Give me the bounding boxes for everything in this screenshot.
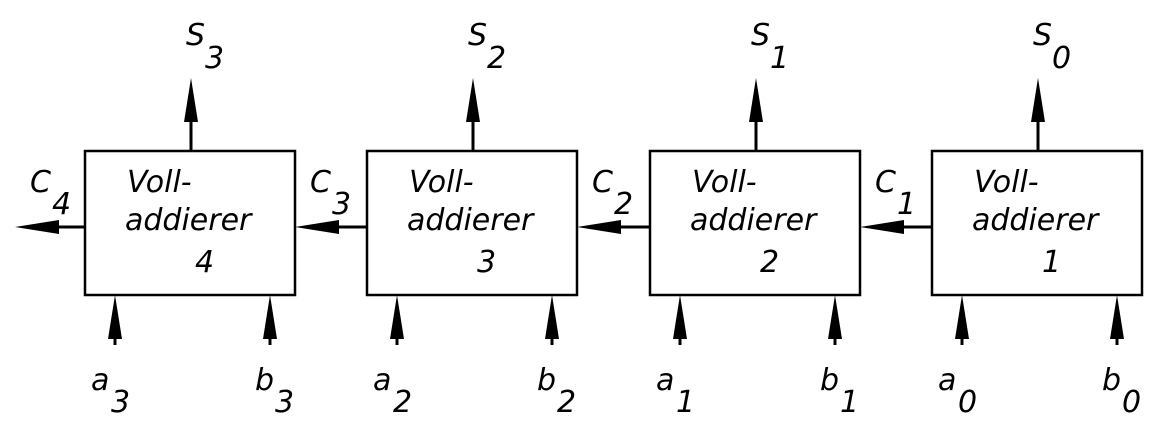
- sum-label-name: S: [468, 18, 487, 53]
- carry-output-arrowhead: [860, 220, 904, 234]
- input-b-label-index: 0: [1122, 385, 1141, 420]
- carry-label-index: 3: [332, 187, 351, 222]
- input-b-arrowhead: [263, 295, 277, 339]
- sum-label-index: 1: [770, 41, 789, 76]
- sum-label-index: 3: [205, 41, 224, 76]
- input-a-label-name: a: [656, 363, 674, 398]
- input-a-arrowhead: [108, 295, 122, 339]
- adder-label-line2: addierer: [690, 203, 818, 238]
- input-b-arrowhead: [828, 295, 842, 339]
- adder-label-line1: Voll-: [409, 165, 474, 200]
- input-b-label-index: 2: [557, 385, 576, 420]
- input-b-label-name: b: [255, 363, 274, 398]
- full-adder-box: [648, 149, 862, 297]
- input-a-label-index: 0: [958, 385, 977, 420]
- adder-label-line2: addierer: [125, 203, 253, 238]
- carry-label-index: 2: [614, 187, 633, 222]
- input-a-label-name: a: [91, 363, 109, 398]
- sum-label-name: S: [1033, 18, 1052, 53]
- sum-label-name: S: [751, 18, 770, 53]
- input-b-label-name: b: [537, 363, 556, 398]
- input-b-arrowhead: [1110, 295, 1124, 339]
- input-a-label-index: 2: [393, 385, 412, 420]
- adder-number: 2: [760, 245, 779, 280]
- input-a-arrowhead: [390, 295, 404, 339]
- input-b-label-name: b: [1102, 363, 1121, 398]
- carry-label-name: C: [592, 165, 613, 200]
- input-b-label-name: b: [820, 363, 839, 398]
- full-adder-box: [365, 149, 579, 297]
- carry-label-index: 1: [897, 187, 916, 222]
- sum-label-index: 2: [487, 41, 506, 76]
- carry-label-name: C: [875, 165, 896, 200]
- sum-label-name: S: [186, 18, 205, 53]
- carry-output-arrowhead: [15, 220, 59, 234]
- adder-number: 4: [195, 245, 214, 280]
- carry-label-name: C: [30, 165, 51, 200]
- carry-output-arrowhead: [295, 220, 339, 234]
- input-a-arrowhead: [955, 295, 969, 339]
- adder-label-line1: Voll-: [692, 165, 757, 200]
- adder-label-line1: Voll-: [127, 165, 192, 200]
- sum-output-arrowhead: [1031, 78, 1045, 122]
- input-b-label-index: 3: [275, 385, 294, 420]
- input-a-label-name: a: [938, 363, 956, 398]
- input-b-arrowhead: [545, 295, 559, 339]
- carry-output-arrowhead: [577, 220, 621, 234]
- carry-label-index: 4: [52, 187, 71, 222]
- sum-output-arrowhead: [184, 78, 198, 122]
- adder-label-line2: addierer: [972, 203, 1100, 238]
- sum-output-arrowhead: [466, 78, 480, 122]
- full-adder-box: [83, 149, 297, 297]
- sum-label-index: 0: [1052, 41, 1071, 76]
- input-a-label-index: 3: [111, 385, 130, 420]
- sum-output-arrowhead: [749, 78, 763, 122]
- input-a-arrowhead: [673, 295, 687, 339]
- input-a-label-name: a: [373, 363, 391, 398]
- adder-number: 1: [1042, 245, 1061, 280]
- input-a-label-index: 1: [676, 385, 695, 420]
- adder-number: 3: [477, 245, 496, 280]
- adder-label-line2: addierer: [407, 203, 535, 238]
- carry-label-name: C: [310, 165, 331, 200]
- adder-label-line1: Voll-: [974, 165, 1039, 200]
- input-b-label-index: 1: [840, 385, 859, 420]
